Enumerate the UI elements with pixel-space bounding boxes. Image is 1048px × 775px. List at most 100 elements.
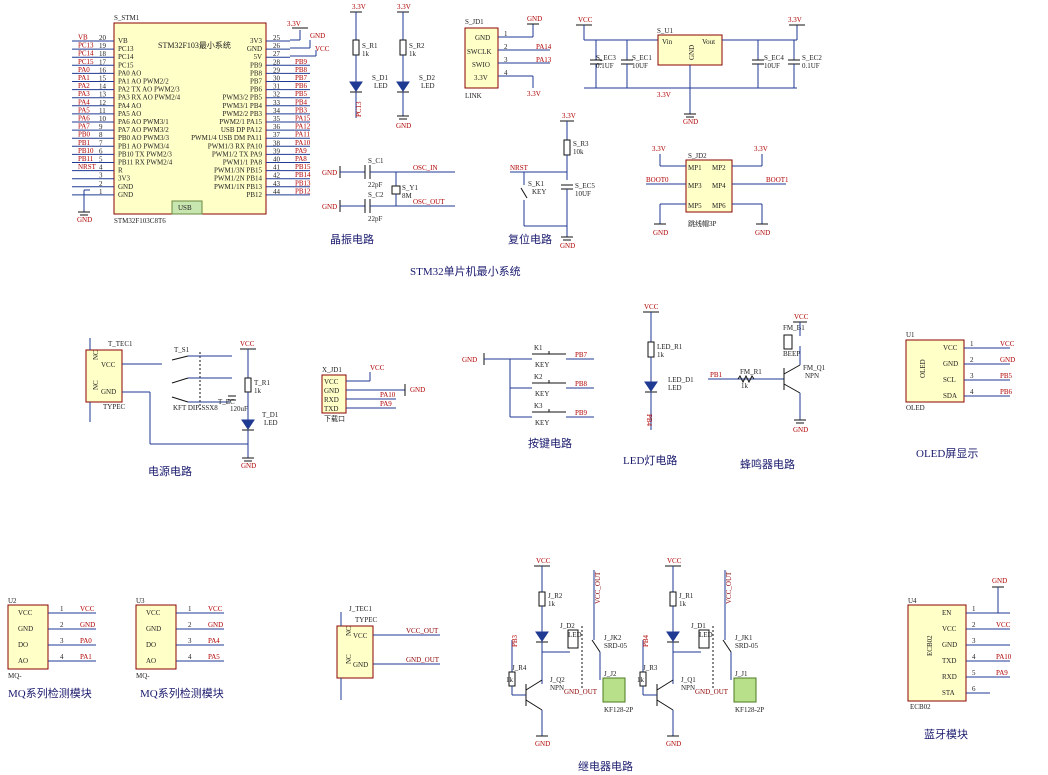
- net-label: PA0: [78, 66, 90, 74]
- net-label: PA9: [996, 669, 1008, 677]
- gnd-label: GND: [560, 242, 575, 250]
- status-leds: 3.3V S_R1 1k S_D1 LED PC13 3.3V S_R2 1k …: [349, 3, 435, 130]
- net-3v3: 3.3V: [657, 91, 671, 99]
- terminal-ref: J_J2: [604, 670, 617, 678]
- pin-number: 44: [273, 188, 281, 196]
- net-vcc: VCC: [794, 313, 809, 321]
- key-ref: K1: [534, 344, 543, 352]
- system-title: STM32单片机最小系统: [410, 264, 521, 278]
- net-label: PB5: [1000, 372, 1013, 380]
- cap-value: 10UF: [632, 62, 648, 70]
- resistor-ref: J_R1: [679, 592, 694, 600]
- net-vcc-out: VCC_OUT: [725, 571, 733, 604]
- pin-number: 6: [99, 147, 103, 155]
- net-pc13: PC13: [355, 101, 363, 117]
- ref-ec: T_EC: [218, 398, 235, 406]
- pin-name: USB DP PA12: [221, 126, 263, 134]
- net-boot1: BOOT1: [766, 176, 789, 184]
- pin-number: 1: [970, 340, 974, 348]
- pin-number: 32: [273, 91, 281, 99]
- led-label: LED: [421, 82, 435, 90]
- typec-output: J_TEC1 TYPEC NC NC VCC GND VCC_OUT GND_O…: [336, 605, 440, 700]
- relay-part: SRD-05: [604, 642, 627, 650]
- cap-value: 0.1UF: [596, 62, 614, 70]
- pin-name: PB7: [250, 78, 263, 86]
- pin-nc: NC: [345, 654, 353, 664]
- switch-blade: [171, 377, 189, 384]
- pin-number: 3: [99, 172, 103, 180]
- swd-header: [464, 27, 499, 89]
- power-circuit: T_TEC1 NC NC VCC GND TYPEC T_S1 KFT DIP-…: [85, 338, 279, 478]
- net-label: VCC: [208, 605, 223, 613]
- pin-name: GND: [247, 45, 262, 53]
- stm32-ref: S_STM1: [114, 14, 140, 22]
- pin-name: 3V3: [250, 37, 263, 45]
- resistor-value: 1k: [548, 600, 556, 608]
- crystal-value: 8M: [402, 192, 413, 200]
- net-osc-in: OSC_IN: [413, 164, 438, 172]
- pin-number: 1: [99, 188, 103, 196]
- pin-name: PA2 TX AO PWM2/3: [118, 86, 180, 94]
- net-label: PA4: [208, 637, 220, 645]
- net-label: GND: [208, 621, 223, 629]
- net-3v3: 3.3V: [527, 90, 541, 98]
- pin-number: 4: [188, 653, 192, 661]
- pin-name: PWM2/1 PA15: [219, 118, 262, 126]
- pin-txd: TXD: [324, 405, 338, 413]
- beep-label: BEEP: [783, 350, 800, 358]
- resistor: [244, 377, 252, 393]
- typec-label: TYPEC: [355, 616, 378, 624]
- pin-number: 3: [188, 637, 192, 645]
- mq2-title: MQ系列检测模块: [140, 686, 224, 700]
- net-label: PB5: [295, 90, 308, 98]
- pin-name: DO: [18, 641, 28, 649]
- pin-number: 9: [99, 123, 103, 131]
- pin-name: PWM3/2 PB5: [223, 94, 263, 102]
- pin-name: AO: [146, 657, 156, 665]
- led-diode: [666, 631, 680, 642]
- pin-name: PB12: [246, 191, 262, 199]
- sensor-part: MQ-: [136, 672, 150, 680]
- pin-name: VCC: [943, 344, 958, 352]
- pin-name: PC15: [118, 61, 134, 69]
- usb-label: USB: [178, 204, 192, 212]
- pin-gnd: GND: [324, 387, 339, 395]
- led-diode: [241, 419, 255, 430]
- ref-s-d1: S_D1: [372, 74, 388, 82]
- mq1-title: MQ系列检测模块: [8, 686, 92, 700]
- pin-swio: SWIO: [472, 61, 490, 69]
- pin-number: 13: [99, 91, 107, 99]
- pin-number: 37: [273, 131, 281, 139]
- pin-number: 29: [273, 66, 281, 74]
- gnd-label: GND: [683, 118, 698, 126]
- pin-name: PA5 AO: [118, 110, 141, 118]
- net-label: PB8: [295, 66, 308, 74]
- pin-name: GND: [18, 625, 33, 633]
- cap-value: 10UF: [764, 62, 780, 70]
- pin-name: PA0 AO: [118, 69, 141, 77]
- net-label: PB10: [78, 147, 94, 155]
- pin-name: PWM3/1 PB4: [223, 102, 263, 110]
- pin-number: 43: [273, 180, 281, 188]
- ref-s-r1: S_R1: [362, 42, 378, 50]
- pin-name: GND: [146, 625, 161, 633]
- transistor-type: NPN: [550, 684, 564, 692]
- net-label: PB0: [78, 131, 91, 139]
- led-ref: J_D2: [560, 622, 575, 630]
- pin-number: 12: [99, 99, 107, 107]
- ref-fm-r1: FM_R1: [740, 368, 762, 376]
- crystal-body: [391, 185, 401, 195]
- pin-nc: NC: [345, 626, 353, 636]
- ref-s-c2: S_C2: [368, 191, 384, 199]
- gnd-label: GND: [666, 740, 681, 748]
- net-pb1: PB1: [710, 371, 723, 379]
- net-label: PA1: [80, 653, 92, 661]
- terminal-block: [602, 677, 626, 703]
- key-label: KEY: [535, 361, 549, 369]
- net-label: VCC: [996, 621, 1011, 629]
- relay-coil: [567, 629, 579, 649]
